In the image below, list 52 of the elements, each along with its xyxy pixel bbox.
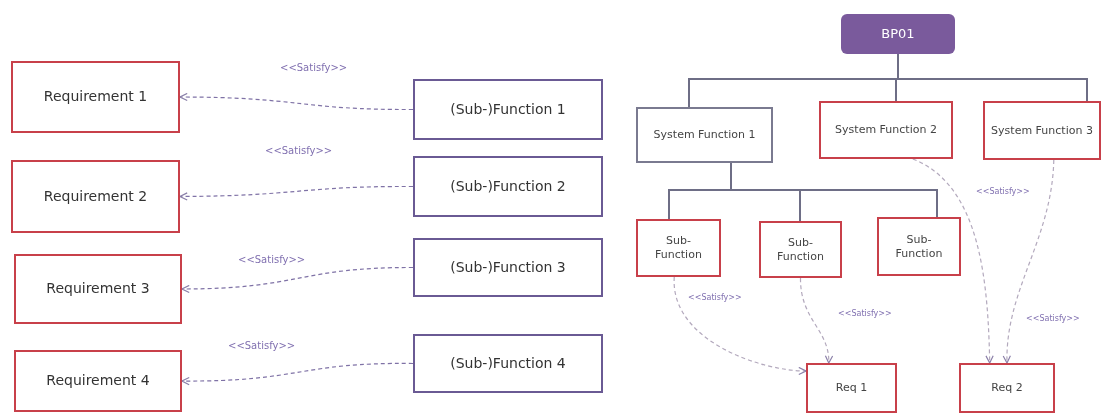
dashed-arrow bbox=[181, 362, 414, 386]
node-label: Requirement 4 bbox=[46, 372, 150, 390]
node-label: (Sub-)Function 2 bbox=[450, 177, 566, 196]
node-label: Sub- Function bbox=[894, 232, 944, 261]
connector-line bbox=[730, 162, 938, 218]
node-label: (Sub-)Function 4 bbox=[450, 354, 566, 373]
edge-label: <<Satisfy>> bbox=[1026, 313, 1080, 325]
process-box bbox=[806, 363, 897, 413]
process-box bbox=[636, 107, 773, 163]
process-box bbox=[959, 363, 1055, 413]
node-label: System Function 2 bbox=[835, 123, 937, 137]
process-box bbox=[14, 350, 182, 412]
edge-label: <<Satisfy>> bbox=[280, 61, 348, 75]
dashed-arrow bbox=[1003, 159, 1055, 364]
process-box bbox=[413, 238, 603, 297]
node-label: System Function 1 bbox=[653, 128, 756, 142]
node-label: Req 2 bbox=[991, 381, 1023, 395]
dashed-arrow bbox=[179, 185, 414, 201]
node-label: BP01 bbox=[881, 25, 915, 43]
edge-label: <<Satisfy>> bbox=[228, 339, 296, 353]
node-label: Sub- Function bbox=[654, 234, 703, 262]
dashed-arrow bbox=[912, 158, 994, 364]
process-box bbox=[983, 101, 1101, 160]
dashed-arrow bbox=[181, 266, 414, 294]
root-box bbox=[841, 14, 955, 54]
edge-label: <<Satisfy>> bbox=[838, 308, 892, 320]
process-box bbox=[819, 101, 953, 159]
node-label: Requirement 2 bbox=[43, 187, 148, 206]
process-box bbox=[413, 334, 603, 393]
process-box bbox=[413, 156, 603, 217]
node-label: Requirement 1 bbox=[43, 88, 148, 106]
node-label: (Sub-)Function 1 bbox=[450, 100, 566, 119]
dashed-arrow bbox=[799, 277, 833, 364]
edge-label: <<Satisfy>> bbox=[688, 292, 742, 304]
dashed-arrow bbox=[179, 92, 414, 111]
edge-label: <<Satisfy>> bbox=[976, 186, 1030, 198]
edge-label: <<Satisfy>> bbox=[265, 144, 333, 158]
process-box bbox=[14, 254, 182, 324]
process-box bbox=[636, 219, 721, 277]
dashed-arrow bbox=[673, 276, 807, 375]
process-box bbox=[11, 61, 180, 133]
process-box bbox=[413, 79, 603, 140]
node-label: System Function 3 bbox=[991, 123, 1093, 138]
process-box bbox=[759, 221, 842, 278]
node-label: Sub- Function bbox=[776, 235, 825, 264]
connector-line bbox=[897, 53, 1088, 102]
edge-label: <<Satisfy>> bbox=[238, 253, 306, 267]
node-label: Requirement 3 bbox=[46, 280, 150, 298]
process-box bbox=[877, 217, 961, 276]
node-label: Req 1 bbox=[835, 381, 868, 395]
process-box bbox=[11, 160, 180, 233]
node-label: (Sub-)Function 3 bbox=[450, 258, 566, 277]
